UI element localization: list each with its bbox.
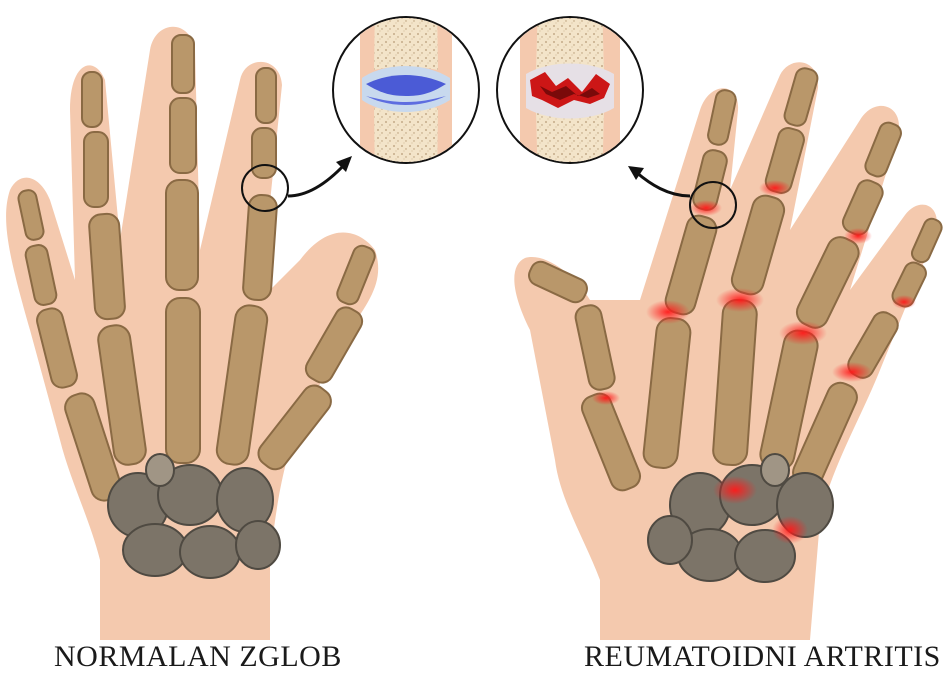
left-carpal-bones (108, 454, 280, 578)
normal-joint-caption: NORMALAN ZGLOB (54, 640, 342, 674)
left-curved-arrow-icon (288, 164, 345, 196)
left-hand (6, 27, 378, 640)
left-magnifier-circle-icon (333, 0, 479, 190)
right-magnifier-circle-icon (497, 0, 643, 190)
rheumatoid-arthritis-caption: REUMATOIDNI ARTRITIS (584, 640, 941, 674)
